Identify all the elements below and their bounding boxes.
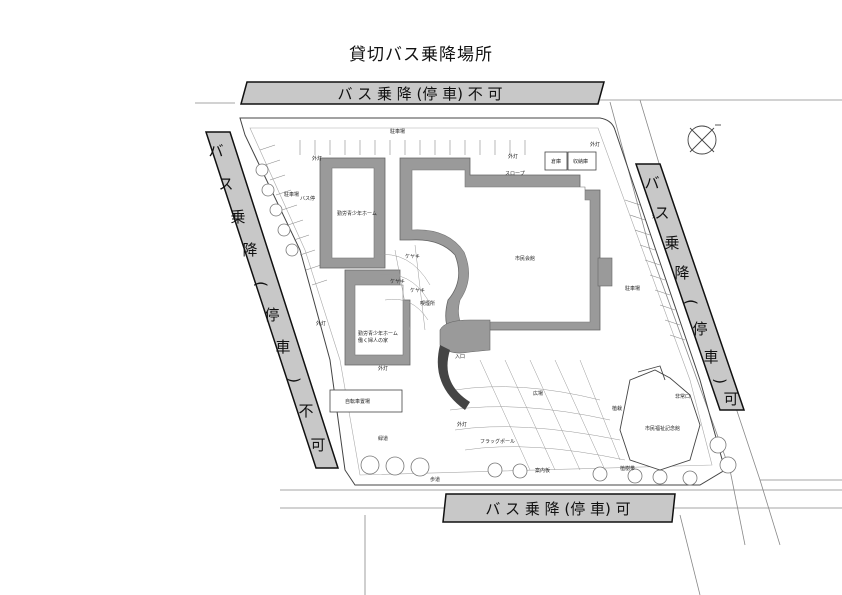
band-left-char: ス (218, 175, 233, 193)
label-outdoor-3: 外灯 (590, 141, 600, 148)
band-bottom: バ ス 乗 降 (停 車) 可 (442, 493, 676, 523)
band-bottom-text: バ ス 乗 降 (停 車) 可 (485, 500, 630, 518)
label-bus-stop: バス停 (300, 195, 315, 202)
label-sign: 案内板 (535, 467, 550, 474)
band-right-char: ( (682, 299, 700, 305)
parking-stripes-top (299, 140, 526, 155)
band-left-char: 可 (310, 436, 325, 454)
label-outdoor-2: 外灯 (508, 153, 518, 160)
label-entrance: 入口 (455, 354, 465, 360)
band-left-char: 不 (298, 402, 313, 420)
memorial-building (619, 365, 701, 471)
band-right-char: 可 (723, 390, 738, 408)
band-left-char: 乗 (230, 208, 245, 226)
label-keyaki-2: ケヤキ (390, 278, 405, 285)
label-garden: 植栽 (612, 405, 622, 412)
band-right: バ ス 乗 降 ( 停 車 ) 可 (634, 163, 746, 411)
womens-house-building (344, 269, 411, 366)
north-arrow-icon (687, 124, 721, 155)
label-outdoor-5: 外灯 (316, 320, 326, 327)
band-left-char: ) (285, 377, 303, 383)
label-sidewalk: 歩道 (430, 476, 440, 483)
band-right-char: バ (644, 174, 659, 192)
label-plaza: 広場 (533, 390, 543, 397)
band-right-char: 降 (674, 264, 689, 282)
parking-stripes-left (259, 144, 328, 286)
label-smoking: 喫煙所 (420, 300, 435, 307)
band-right-char: 車 (703, 348, 718, 366)
label-path: 緑道 (378, 435, 388, 442)
band-left: バ ス 乗 降 ( 停 車 ) 不 可 (204, 131, 340, 469)
page-title: 貸切バス乗降場所 (349, 45, 493, 65)
band-left-char: 降 (242, 241, 257, 259)
band-left-char: 車 (275, 338, 290, 356)
label-warehouse: 倉庫 (551, 158, 561, 165)
band-left-char: ( (252, 281, 270, 287)
band-right-char: ス (654, 204, 669, 222)
label-parking-right: 駐車場 (625, 285, 640, 292)
band-left-char: バ (208, 142, 223, 160)
label-outdoor-1: 外灯 (312, 155, 322, 162)
label-outdoor-7: 外灯 (457, 421, 467, 428)
label-flagpole: フラッグポール (480, 438, 515, 445)
label-parking-top: 駐車場 (390, 128, 405, 135)
band-right-char: 停 (692, 320, 707, 338)
bicycle-parking (329, 389, 403, 413)
band-top: バ ス 乗 降 (停 車) 不 可 (240, 81, 605, 105)
label-emergency: 非常口 (675, 393, 690, 400)
label-tree-area: 植樹帯 (620, 465, 635, 472)
label-keyaki-1: ケヤキ (405, 253, 420, 260)
courtyard-pattern (374, 244, 431, 331)
label-main-hall: 市民会館 (515, 255, 535, 262)
band-right-char: ) (711, 378, 729, 384)
label-keyaki-3: ケヤキ (410, 287, 425, 294)
label-bicycle: 自転車置場 (345, 398, 370, 405)
parking-stripes-right (624, 199, 686, 341)
label-memorial: 市民福祉記念館 (645, 425, 680, 432)
band-top-text: バ ス 乗 降 (停 車) 不 可 (337, 85, 502, 103)
band-right-char: 乗 (664, 234, 679, 252)
label-youth-home: 勤労青少年ホーム (337, 210, 377, 217)
label-slope: スロープ (505, 171, 525, 177)
label-youth-home-2: 勤労青少年ホーム (358, 330, 398, 337)
trees (255, 163, 737, 486)
label-youth-home-2b: 働く婦人の家 (358, 337, 388, 344)
main-hall-building (399, 157, 613, 410)
band-left-char: 停 (264, 306, 279, 324)
warehouse-buildings (544, 151, 597, 171)
youth-home-building (319, 157, 386, 269)
label-parking-left: 駐車場 (284, 191, 299, 198)
label-outdoor-6: 外灯 (378, 365, 388, 372)
label-storage: 収納庫 (573, 158, 588, 165)
plaza-pattern (449, 359, 626, 471)
